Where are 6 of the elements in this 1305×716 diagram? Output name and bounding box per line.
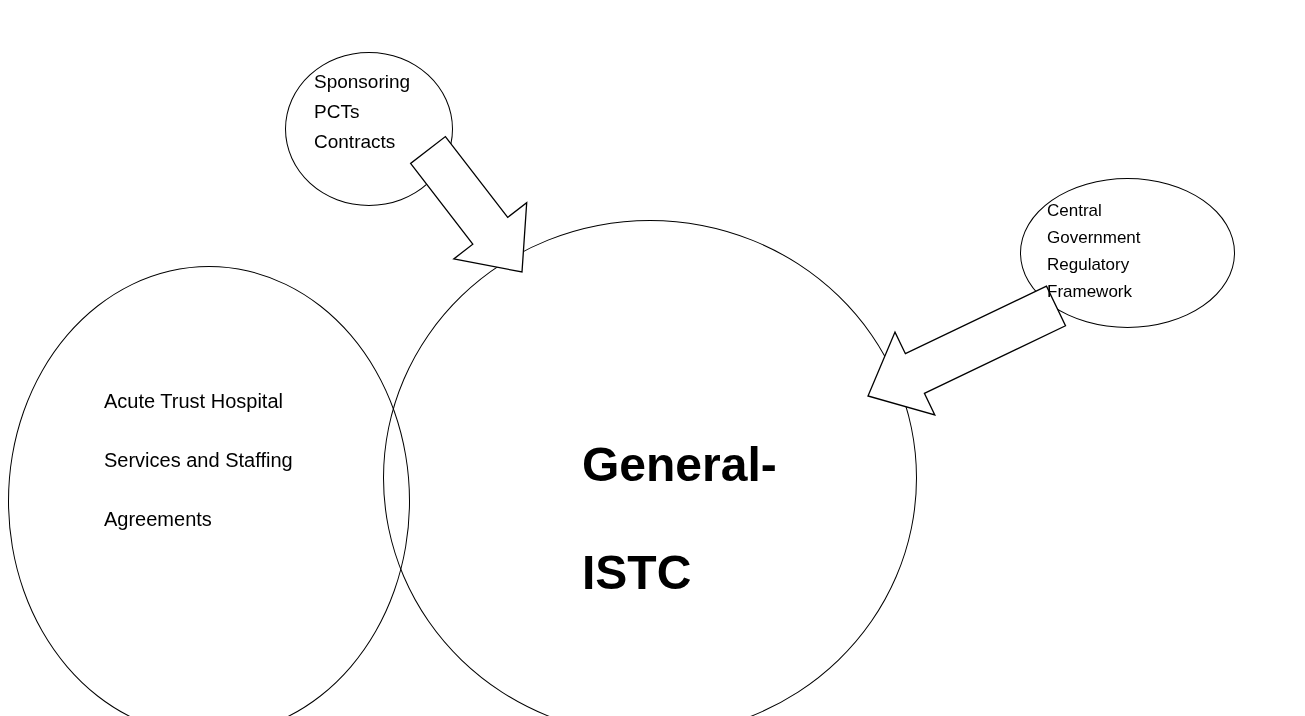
block-arrow [409,135,528,273]
node-label: Acute Trust Hospital Services and Staffing Agreements [104,389,294,532]
node-title: General- ISTC [582,437,778,601]
node-label: Sponsoring PCTs Contracts [314,70,412,154]
block-arrow [867,285,1067,417]
node-label: Central Government Regulatory Framework [1047,200,1142,303]
